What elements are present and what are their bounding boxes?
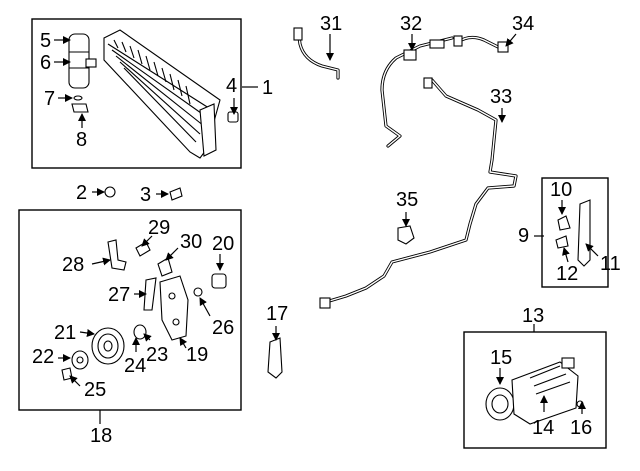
callout-1: 1 [262,77,273,99]
callout-23: 23 [146,344,168,366]
callout-33: 33 [490,86,512,108]
callout-35: 35 [396,189,418,211]
callout-28: 28 [62,254,84,276]
pipe-34 [453,35,509,53]
callout-10: 10 [550,179,572,201]
callout-3: 3 [140,184,151,206]
callout-34: 34 [512,13,534,35]
callout-6: 6 [40,52,51,74]
hose-31 [293,27,340,80]
compressor [485,357,584,425]
condenser [103,29,239,159]
callout-14: 14 [532,417,554,439]
callout-2: 2 [76,182,87,204]
part-35 [397,225,415,245]
callout-12: 12 [556,263,578,285]
part-2 [104,186,116,198]
callout-15: 15 [490,347,512,369]
callout-26: 26 [212,317,234,339]
bracket-group-parts [61,239,227,381]
hose-32 [380,36,454,148]
compressor-box [463,331,607,449]
pipe-33 [319,77,518,309]
condenser-group-box [31,18,242,169]
callout-25: 25 [84,379,106,401]
bracket-17 [267,337,283,379]
callout-9: 9 [518,225,529,247]
callout-13: 13 [522,305,544,327]
callout-30: 30 [180,231,202,253]
callout-21: 21 [54,322,76,344]
callout-5: 5 [40,30,51,52]
callout-18: 18 [90,425,112,447]
callout-22: 22 [32,346,54,368]
group-9-box [541,177,609,288]
callout-4: 4 [226,75,237,97]
callout-16: 16 [570,417,592,439]
part-3 [169,187,183,201]
callout-11: 11 [600,253,621,275]
group-9-parts [555,199,591,267]
callout-31: 31 [320,13,342,35]
receiver-drier [68,33,97,113]
bracket-group-box [18,209,242,411]
callout-19: 19 [186,344,208,366]
callout-24: 24 [124,355,146,377]
callout-32: 32 [400,13,422,35]
callout-7: 7 [44,88,55,110]
callout-20: 20 [212,233,234,255]
callout-27: 27 [108,284,130,306]
callout-17: 17 [266,303,288,325]
callout-8: 8 [76,129,87,151]
callout-29: 29 [148,217,170,239]
